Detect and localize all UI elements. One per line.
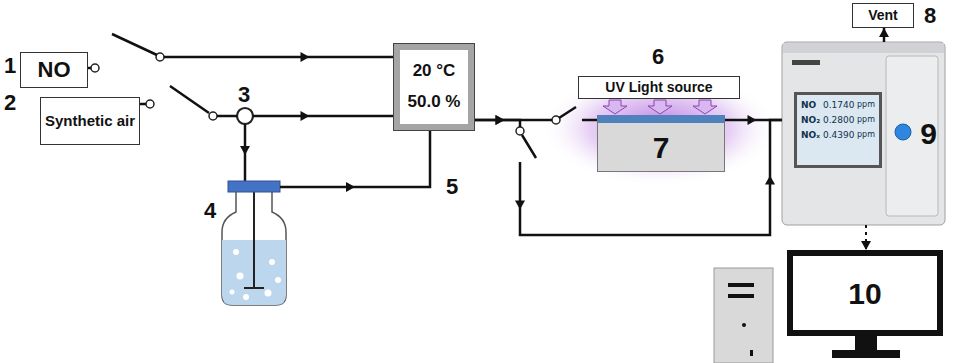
callout-number: 1 xyxy=(4,55,16,77)
bubble xyxy=(233,249,239,255)
tower-slot xyxy=(728,294,754,298)
node-text: 9 xyxy=(920,117,937,150)
arrow-head xyxy=(879,28,889,37)
arrow-head xyxy=(496,115,505,125)
callout-number: 6 xyxy=(652,46,664,68)
screen-reading: 0.4390 xyxy=(823,131,855,140)
screen-unit: ppm xyxy=(857,131,875,139)
node-text: NO xyxy=(38,58,71,82)
screen-reading: 0.2800 xyxy=(823,116,855,125)
bubble xyxy=(237,273,244,280)
valve-symbol xyxy=(237,108,253,124)
arrow-head xyxy=(861,241,871,250)
pipe-line xyxy=(280,131,430,187)
uv-ray-arrow xyxy=(603,100,627,114)
monitor-base xyxy=(832,350,900,358)
pipe-connector xyxy=(475,107,597,125)
callout-number: 2 xyxy=(4,92,16,114)
bubble xyxy=(265,290,272,297)
arrow-head xyxy=(301,52,310,62)
uv-ray-arrow xyxy=(648,100,672,114)
display-window: 20 °C 50.0 % xyxy=(400,50,468,124)
switch-terminal xyxy=(209,112,217,120)
monitor-screen: 10 xyxy=(787,250,943,336)
gas-source-box: NO xyxy=(20,52,88,88)
analyzer-logo-bar xyxy=(792,60,820,65)
arrow-head xyxy=(240,146,250,155)
arrow-head xyxy=(748,115,757,125)
vent-box: Vent xyxy=(852,3,914,28)
node-text: 7 xyxy=(653,131,670,164)
node-text: 50.0 % xyxy=(408,93,461,112)
analyzer-button xyxy=(895,124,911,140)
photoreactor-box: 7 xyxy=(597,115,725,172)
screen-reading: NO xyxy=(801,101,816,110)
switch-terminal xyxy=(146,100,154,108)
humidity-controller: 20 °C 50.0 % xyxy=(393,43,475,131)
analyzer-body xyxy=(782,42,945,225)
pipe-connector xyxy=(140,86,393,121)
pipe-line xyxy=(140,86,393,116)
bubbler-tube xyxy=(253,192,255,288)
arrow-head xyxy=(515,201,525,210)
analyzer-bezel xyxy=(794,92,882,168)
pipe-connector xyxy=(725,115,782,125)
node-text: Vent xyxy=(868,8,898,23)
gas-source-box: Synthetic air xyxy=(40,97,140,145)
callout-number: 8 xyxy=(924,5,936,27)
pipe-connector xyxy=(879,28,889,42)
screen-reading: NOₓ xyxy=(801,131,820,140)
pipe-line xyxy=(475,107,597,120)
pipe-connector xyxy=(88,34,393,68)
switch-terminal xyxy=(516,127,524,135)
callout-number: 5 xyxy=(446,176,458,198)
uv-lamp-box: UV Light source xyxy=(578,76,740,99)
bubble xyxy=(275,277,281,283)
screen-unit: ppm xyxy=(857,116,875,124)
node-text: 20 °C xyxy=(413,62,456,81)
pipe-connector xyxy=(861,225,871,250)
switch-terminal xyxy=(91,64,99,72)
callout-number: 4 xyxy=(204,200,216,222)
bubbler-tube xyxy=(244,287,264,289)
bubble xyxy=(230,290,235,295)
bubbler-cap xyxy=(228,181,280,192)
node-text: Synthetic air xyxy=(45,113,135,130)
pipe-line xyxy=(88,34,393,68)
computer-tower xyxy=(714,268,773,363)
callout-number: 3 xyxy=(238,84,250,106)
bubbler-bottle xyxy=(222,192,286,305)
monitor-stand xyxy=(855,336,877,350)
analyzer-top xyxy=(783,43,944,53)
arrow-head xyxy=(301,111,310,121)
node-text: UV Light source xyxy=(605,80,712,95)
screen-unit: ppm xyxy=(857,101,875,109)
analyzer-door xyxy=(886,56,938,216)
arrow-head xyxy=(496,115,505,125)
tower-button xyxy=(742,323,746,327)
tower-slot xyxy=(728,283,754,287)
pipe-connector xyxy=(475,115,782,235)
screen-reading: 0.1740 xyxy=(823,101,855,110)
uv-glow xyxy=(542,70,778,186)
arrow-head xyxy=(765,176,775,185)
arrow-head xyxy=(346,182,355,192)
screen-reading: NO₂ xyxy=(801,116,820,125)
analyzer-screen xyxy=(797,95,879,165)
bubble xyxy=(243,294,249,300)
uv-ray-arrow xyxy=(693,100,717,114)
node-text: 10 xyxy=(848,277,881,310)
tower-light xyxy=(750,350,753,356)
bubble xyxy=(269,259,275,265)
